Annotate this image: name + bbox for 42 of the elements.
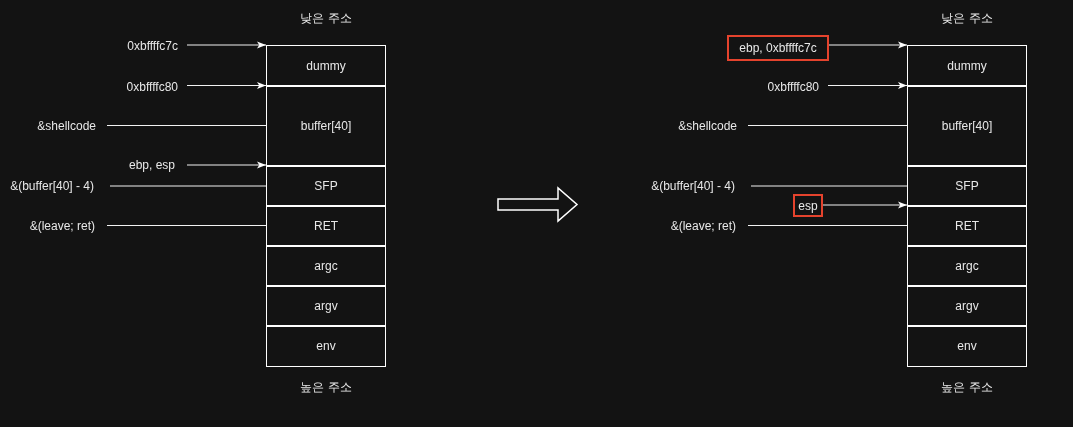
arrow (827, 81, 908, 90)
arrow (186, 81, 267, 90)
pointer-label: 0xbffffc80 (767, 79, 828, 95)
pointer-label: &(buffer[40] - 4) (10, 178, 110, 194)
connector-line (747, 225, 908, 226)
connector-line (106, 125, 267, 126)
highlighted-label: ebp, 0xbffffc7c (727, 35, 829, 61)
stack-cell: dummy (907, 45, 1027, 87)
stack-cell: env (266, 325, 386, 367)
connector-line (106, 225, 267, 226)
pointer-label: 0xbffffc7c (127, 38, 187, 54)
address-label: 높은 주소 (300, 379, 352, 395)
stack-cell: RET (907, 205, 1027, 247)
address-label: 낮은 주소 (941, 10, 993, 26)
arrow (186, 161, 267, 169)
stack-cell: RET (266, 205, 386, 247)
pointer-label: &shellcode (37, 118, 107, 134)
pointer-label: &(leave; ret) (29, 218, 107, 234)
arrow (822, 201, 908, 209)
pointer-label: &(buffer[40] - 4) (651, 178, 751, 194)
stack-cell: argc (266, 245, 386, 287)
pointer-label: ebp, esp (128, 157, 187, 173)
pointer-label: &(leave; ret) (670, 218, 748, 234)
pointer-label: 0xbffffc80 (126, 79, 187, 95)
stack-cell: SFP (266, 165, 386, 207)
stack-cell: argv (266, 285, 386, 327)
stack-cell: env (907, 325, 1027, 367)
connector-line (750, 185, 908, 187)
address-label: 낮은 주소 (300, 10, 352, 26)
stack-cell: argv (907, 285, 1027, 327)
highlighted-label: esp (793, 194, 823, 217)
arrow (186, 41, 267, 49)
connector-line (109, 185, 267, 187)
arrow (828, 41, 908, 49)
stack-cell: dummy (266, 45, 386, 87)
stack-cell: SFP (907, 165, 1027, 207)
address-label: 높은 주소 (941, 379, 993, 395)
pointer-label: &shellcode (678, 118, 748, 134)
connector-line (747, 125, 908, 126)
stack-cell: buffer[40] (907, 85, 1027, 167)
stack-cell: buffer[40] (266, 85, 386, 167)
stack-cell: argc (907, 245, 1027, 287)
